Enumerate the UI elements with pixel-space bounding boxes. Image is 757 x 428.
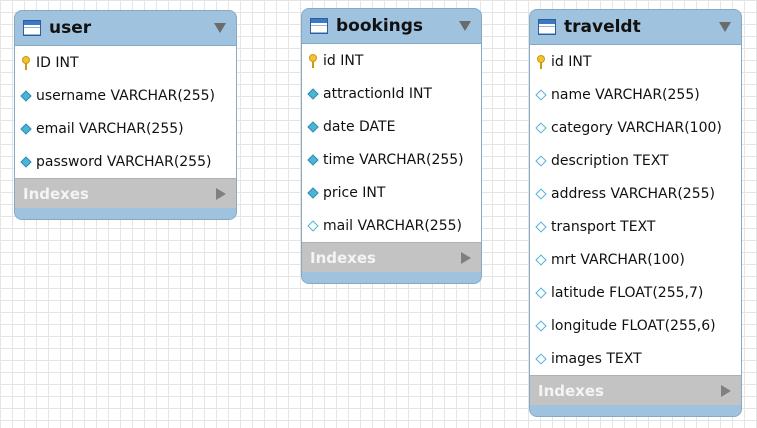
collapse-arrow-icon[interactable] bbox=[214, 23, 226, 33]
column-text: mrt VARCHAR(100) bbox=[551, 251, 685, 268]
column-row[interactable]: images TEXT bbox=[530, 342, 741, 375]
column-text: transport TEXT bbox=[551, 218, 656, 235]
column-text: longitude FLOAT(255,6) bbox=[551, 317, 716, 334]
column-row[interactable]: price INT bbox=[302, 176, 481, 209]
column-row[interactable]: description TEXT bbox=[530, 144, 741, 177]
column-row[interactable]: time VARCHAR(255) bbox=[302, 143, 481, 176]
table-user[interactable]: user ID INT username VARCHAR(255) email … bbox=[14, 10, 237, 220]
primary-key-icon bbox=[536, 54, 546, 69]
collapse-arrow-icon[interactable] bbox=[719, 22, 731, 32]
column-row[interactable]: id INT bbox=[302, 44, 481, 77]
column-text: time VARCHAR(255) bbox=[323, 151, 464, 168]
primary-key-icon bbox=[308, 53, 318, 68]
column-text: attractionId INT bbox=[323, 85, 433, 102]
nullable-column-icon bbox=[535, 88, 547, 101]
column-text: password VARCHAR(255) bbox=[36, 153, 212, 170]
column-text: id INT bbox=[323, 52, 364, 69]
column-row[interactable]: id INT bbox=[530, 45, 741, 78]
column-row[interactable]: name VARCHAR(255) bbox=[530, 78, 741, 111]
primary-key-icon bbox=[21, 55, 31, 70]
not-null-column-icon bbox=[307, 120, 319, 133]
nullable-column-icon bbox=[535, 286, 547, 299]
column-text: name VARCHAR(255) bbox=[551, 86, 700, 103]
column-row[interactable]: mrt VARCHAR(100) bbox=[530, 243, 741, 276]
column-text: category VARCHAR(100) bbox=[551, 119, 722, 136]
indexes-label: Indexes bbox=[310, 248, 376, 267]
indexes-label: Indexes bbox=[538, 381, 604, 400]
column-row[interactable]: transport TEXT bbox=[530, 210, 741, 243]
expand-arrow-icon[interactable] bbox=[461, 251, 471, 264]
column-text: price INT bbox=[323, 184, 386, 201]
column-row[interactable]: password VARCHAR(255) bbox=[15, 145, 236, 178]
column-row[interactable]: date DATE bbox=[302, 110, 481, 143]
column-text: id INT bbox=[551, 53, 592, 70]
indexes-section[interactable]: Indexes bbox=[302, 242, 481, 272]
table-footer bbox=[302, 272, 481, 283]
column-text: description TEXT bbox=[551, 152, 669, 169]
table-traveldt[interactable]: traveldt id INT name VARCHAR(255) catego… bbox=[529, 9, 742, 417]
column-row[interactable]: latitude FLOAT(255,7) bbox=[530, 276, 741, 309]
column-text: mail VARCHAR(255) bbox=[323, 217, 462, 234]
indexes-label: Indexes bbox=[23, 184, 89, 203]
collapse-arrow-icon[interactable] bbox=[459, 21, 471, 31]
column-row[interactable]: mail VARCHAR(255) bbox=[302, 209, 481, 242]
table-title: user bbox=[49, 18, 92, 38]
column-text: email VARCHAR(255) bbox=[36, 120, 184, 137]
column-text: latitude FLOAT(255,7) bbox=[551, 284, 704, 301]
nullable-column-icon bbox=[535, 352, 547, 365]
column-list: id INT attractionId INT date DATE time V… bbox=[302, 43, 481, 242]
column-row[interactable]: attractionId INT bbox=[302, 77, 481, 110]
expand-arrow-icon[interactable] bbox=[721, 384, 731, 397]
nullable-column-icon bbox=[535, 121, 547, 134]
not-null-column-icon bbox=[307, 153, 319, 166]
expand-arrow-icon[interactable] bbox=[216, 187, 226, 200]
column-row[interactable]: category VARCHAR(100) bbox=[530, 111, 741, 144]
nullable-column-icon bbox=[535, 220, 547, 233]
column-list: ID INT username VARCHAR(255) email VARCH… bbox=[15, 45, 236, 178]
indexes-section[interactable]: Indexes bbox=[15, 178, 236, 208]
not-null-column-icon bbox=[20, 155, 32, 168]
nullable-column-icon bbox=[307, 219, 319, 232]
nullable-column-icon bbox=[535, 253, 547, 266]
table-icon bbox=[538, 19, 556, 35]
table-footer bbox=[15, 208, 236, 219]
column-row[interactable]: address VARCHAR(255) bbox=[530, 177, 741, 210]
not-null-column-icon bbox=[20, 89, 32, 102]
nullable-column-icon bbox=[535, 319, 547, 332]
nullable-column-icon bbox=[535, 187, 547, 200]
not-null-column-icon bbox=[307, 186, 319, 199]
column-row[interactable]: email VARCHAR(255) bbox=[15, 112, 236, 145]
column-row[interactable]: ID INT bbox=[15, 46, 236, 79]
table-icon bbox=[310, 18, 328, 34]
table-header[interactable]: bookings bbox=[302, 9, 481, 43]
table-title: traveldt bbox=[564, 17, 641, 37]
table-header[interactable]: user bbox=[15, 11, 236, 45]
not-null-column-icon bbox=[20, 122, 32, 135]
table-icon bbox=[23, 20, 41, 36]
column-list: id INT name VARCHAR(255) category VARCHA… bbox=[530, 44, 741, 375]
indexes-section[interactable]: Indexes bbox=[530, 375, 741, 405]
table-title: bookings bbox=[336, 16, 424, 36]
column-text: address VARCHAR(255) bbox=[551, 185, 715, 202]
column-row[interactable]: username VARCHAR(255) bbox=[15, 79, 236, 112]
not-null-column-icon bbox=[307, 87, 319, 100]
table-bookings[interactable]: bookings id INT attractionId INT date DA… bbox=[301, 8, 482, 284]
column-row[interactable]: longitude FLOAT(255,6) bbox=[530, 309, 741, 342]
nullable-column-icon bbox=[535, 154, 547, 167]
column-text: username VARCHAR(255) bbox=[36, 87, 215, 104]
table-header[interactable]: traveldt bbox=[530, 10, 741, 44]
column-text: images TEXT bbox=[551, 350, 642, 367]
column-text: ID INT bbox=[36, 54, 79, 71]
table-footer bbox=[530, 405, 741, 416]
column-text: date DATE bbox=[323, 118, 396, 135]
